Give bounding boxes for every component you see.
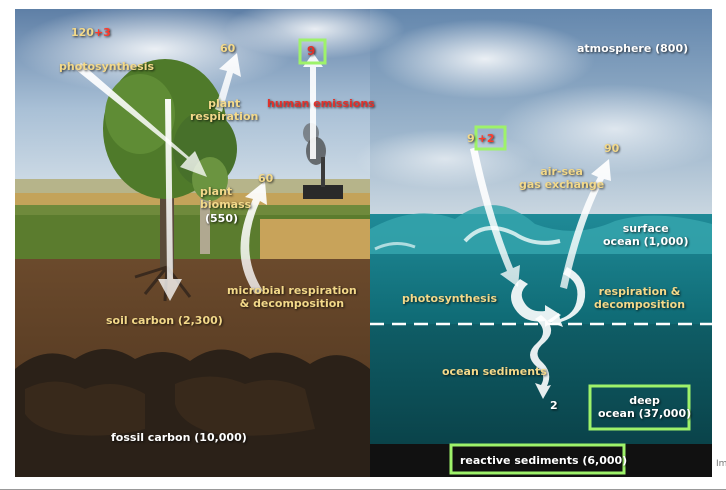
human-emissions-arrow	[303, 53, 323, 159]
human-emissions-label: human emissions	[267, 97, 375, 110]
atmosphere-label: atmosphere (800)	[577, 42, 689, 55]
air-sea-in-arrow	[470, 147, 520, 287]
ocean-outgassing-value: 90	[604, 142, 620, 155]
respiration-decomposition-label: respiration & decomposition	[594, 285, 686, 311]
photosynthesis-ocean-label: photosynthesis	[402, 292, 498, 305]
microbial-respiration-label: microbial respiration & decomposition	[227, 284, 357, 310]
ocean-out-arrow	[560, 159, 611, 289]
ocean-photosynthesis-arrow	[511, 279, 561, 327]
fossil-carbon-label: fossil carbon (10,000)	[111, 431, 247, 444]
plant-respiration-value: 60	[220, 42, 236, 55]
litterfall-arrow	[158, 99, 182, 301]
gpp-label: 120+3	[71, 26, 111, 39]
sediment-flux-value: 2	[550, 399, 558, 412]
box-human-emissions	[298, 38, 327, 65]
photosynthesis-land-label: photosynthesis	[59, 60, 155, 73]
box-reactive-sediments	[449, 443, 626, 475]
plant-respiration-label: plant respiration	[190, 97, 259, 123]
reactive-sediments-label: reactive sediments (6,000)	[460, 454, 628, 467]
soil-carbon-label: soil carbon (2,300)	[106, 314, 223, 327]
diagram-art	[15, 9, 712, 477]
plant-biomass-label: plant biomass	[200, 185, 252, 211]
deep-ocean-label: deep ocean (37,000)	[598, 394, 692, 420]
box-deep-ocean	[588, 384, 691, 431]
ocean-uptake-label: 9+2	[467, 132, 495, 145]
surface-ocean-label: surface ocean (1,000)	[603, 222, 689, 248]
factory	[303, 185, 343, 199]
air-sea-exchange-label: air-sea gas exchange	[519, 165, 605, 191]
gpp-delta: +3	[93, 26, 111, 39]
microbial-respiration-arrow	[240, 181, 267, 294]
human-emissions-value: 9	[307, 44, 316, 58]
sedimentation-arrow	[530, 315, 552, 399]
carbon-cycle-diagram: 120+3 photosynthesis 60 plant respiratio…	[15, 9, 712, 477]
box-ocean-uptake	[474, 125, 507, 151]
plant-respiration-arrow	[215, 53, 241, 112]
ocean-uptake-delta: +2	[477, 132, 495, 145]
ocean-sediments-label: ocean sediments	[442, 365, 547, 378]
plant-biomass-value: (550)	[205, 212, 239, 225]
microbial-value: 60	[258, 172, 274, 185]
ocean-respiration-arrow	[547, 267, 586, 327]
image-credit: Im	[716, 459, 726, 469]
photosynthesis-arrow	[75, 63, 207, 177]
